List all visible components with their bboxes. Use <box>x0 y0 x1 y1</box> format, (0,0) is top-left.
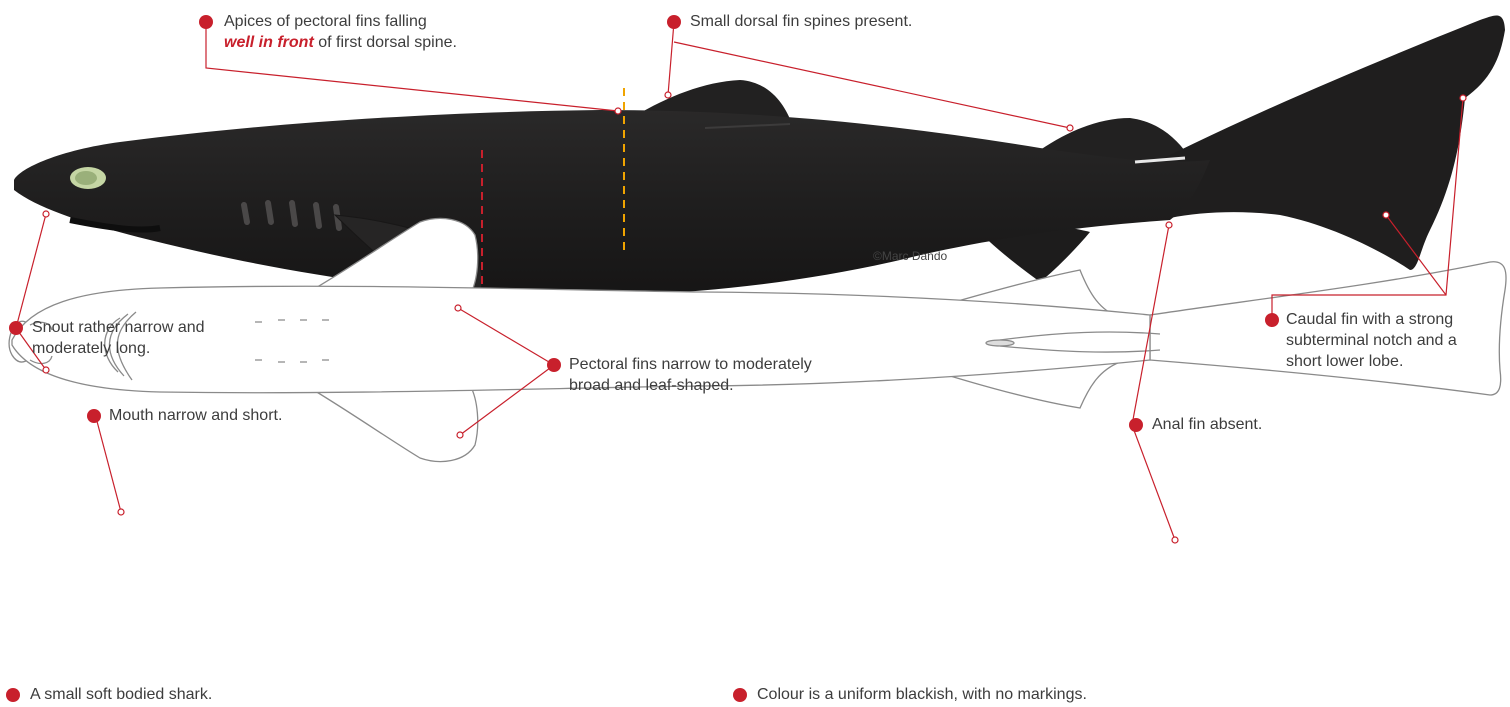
anal-callout: Anal fin absent. <box>1152 414 1262 435</box>
mouth-callout: Mouth narrow and short. <box>109 405 282 426</box>
caudal-fin <box>1160 16 1505 270</box>
shark-side-view <box>14 16 1505 309</box>
colour-text: Colour is a uniform blackish, with no ma… <box>757 686 1087 703</box>
pectoral-apices-callout: Apices of pectoral fins falling well in … <box>224 11 457 53</box>
caudal-callout: Caudal fin with a strong subterminal not… <box>1286 309 1457 372</box>
pectoral-shape-callout: Pectoral fins narrow to moderately broad… <box>569 354 812 396</box>
pectoral-apices-line2: of first dorsal spine. <box>314 34 457 51</box>
body-callout: A small soft bodied shark. <box>30 684 212 705</box>
mouth-text: Mouth narrow and short. <box>109 407 282 424</box>
caudal-line1: Caudal fin with a strong <box>1286 311 1453 328</box>
snout-callout: Snout rather narrow and moderately long. <box>32 317 205 359</box>
snout-line2: moderately long. <box>32 340 150 357</box>
anal-text: Anal fin absent. <box>1152 416 1262 433</box>
dorsal-spines-callout: Small dorsal fin spines present. <box>690 11 912 32</box>
artist-credit: ©Marc Dando <box>873 249 947 263</box>
snout-line1: Snout rather narrow and <box>32 319 205 336</box>
pectoral-shape-line2: broad and leaf-shaped. <box>569 377 734 394</box>
dorsal-spines-text: Small dorsal fin spines present. <box>690 13 912 30</box>
pectoral-apices-line1: Apices of pectoral fins falling <box>224 13 427 30</box>
pectoral-apices-emphasis: well in front <box>224 34 314 51</box>
caudal-line3: short lower lobe. <box>1286 353 1403 370</box>
body-text: A small soft bodied shark. <box>30 686 212 703</box>
pectoral-shape-line1: Pectoral fins narrow to moderately <box>569 356 812 373</box>
caudal-line2: subterminal notch and a <box>1286 332 1457 349</box>
colour-callout: Colour is a uniform blackish, with no ma… <box>757 684 1087 705</box>
